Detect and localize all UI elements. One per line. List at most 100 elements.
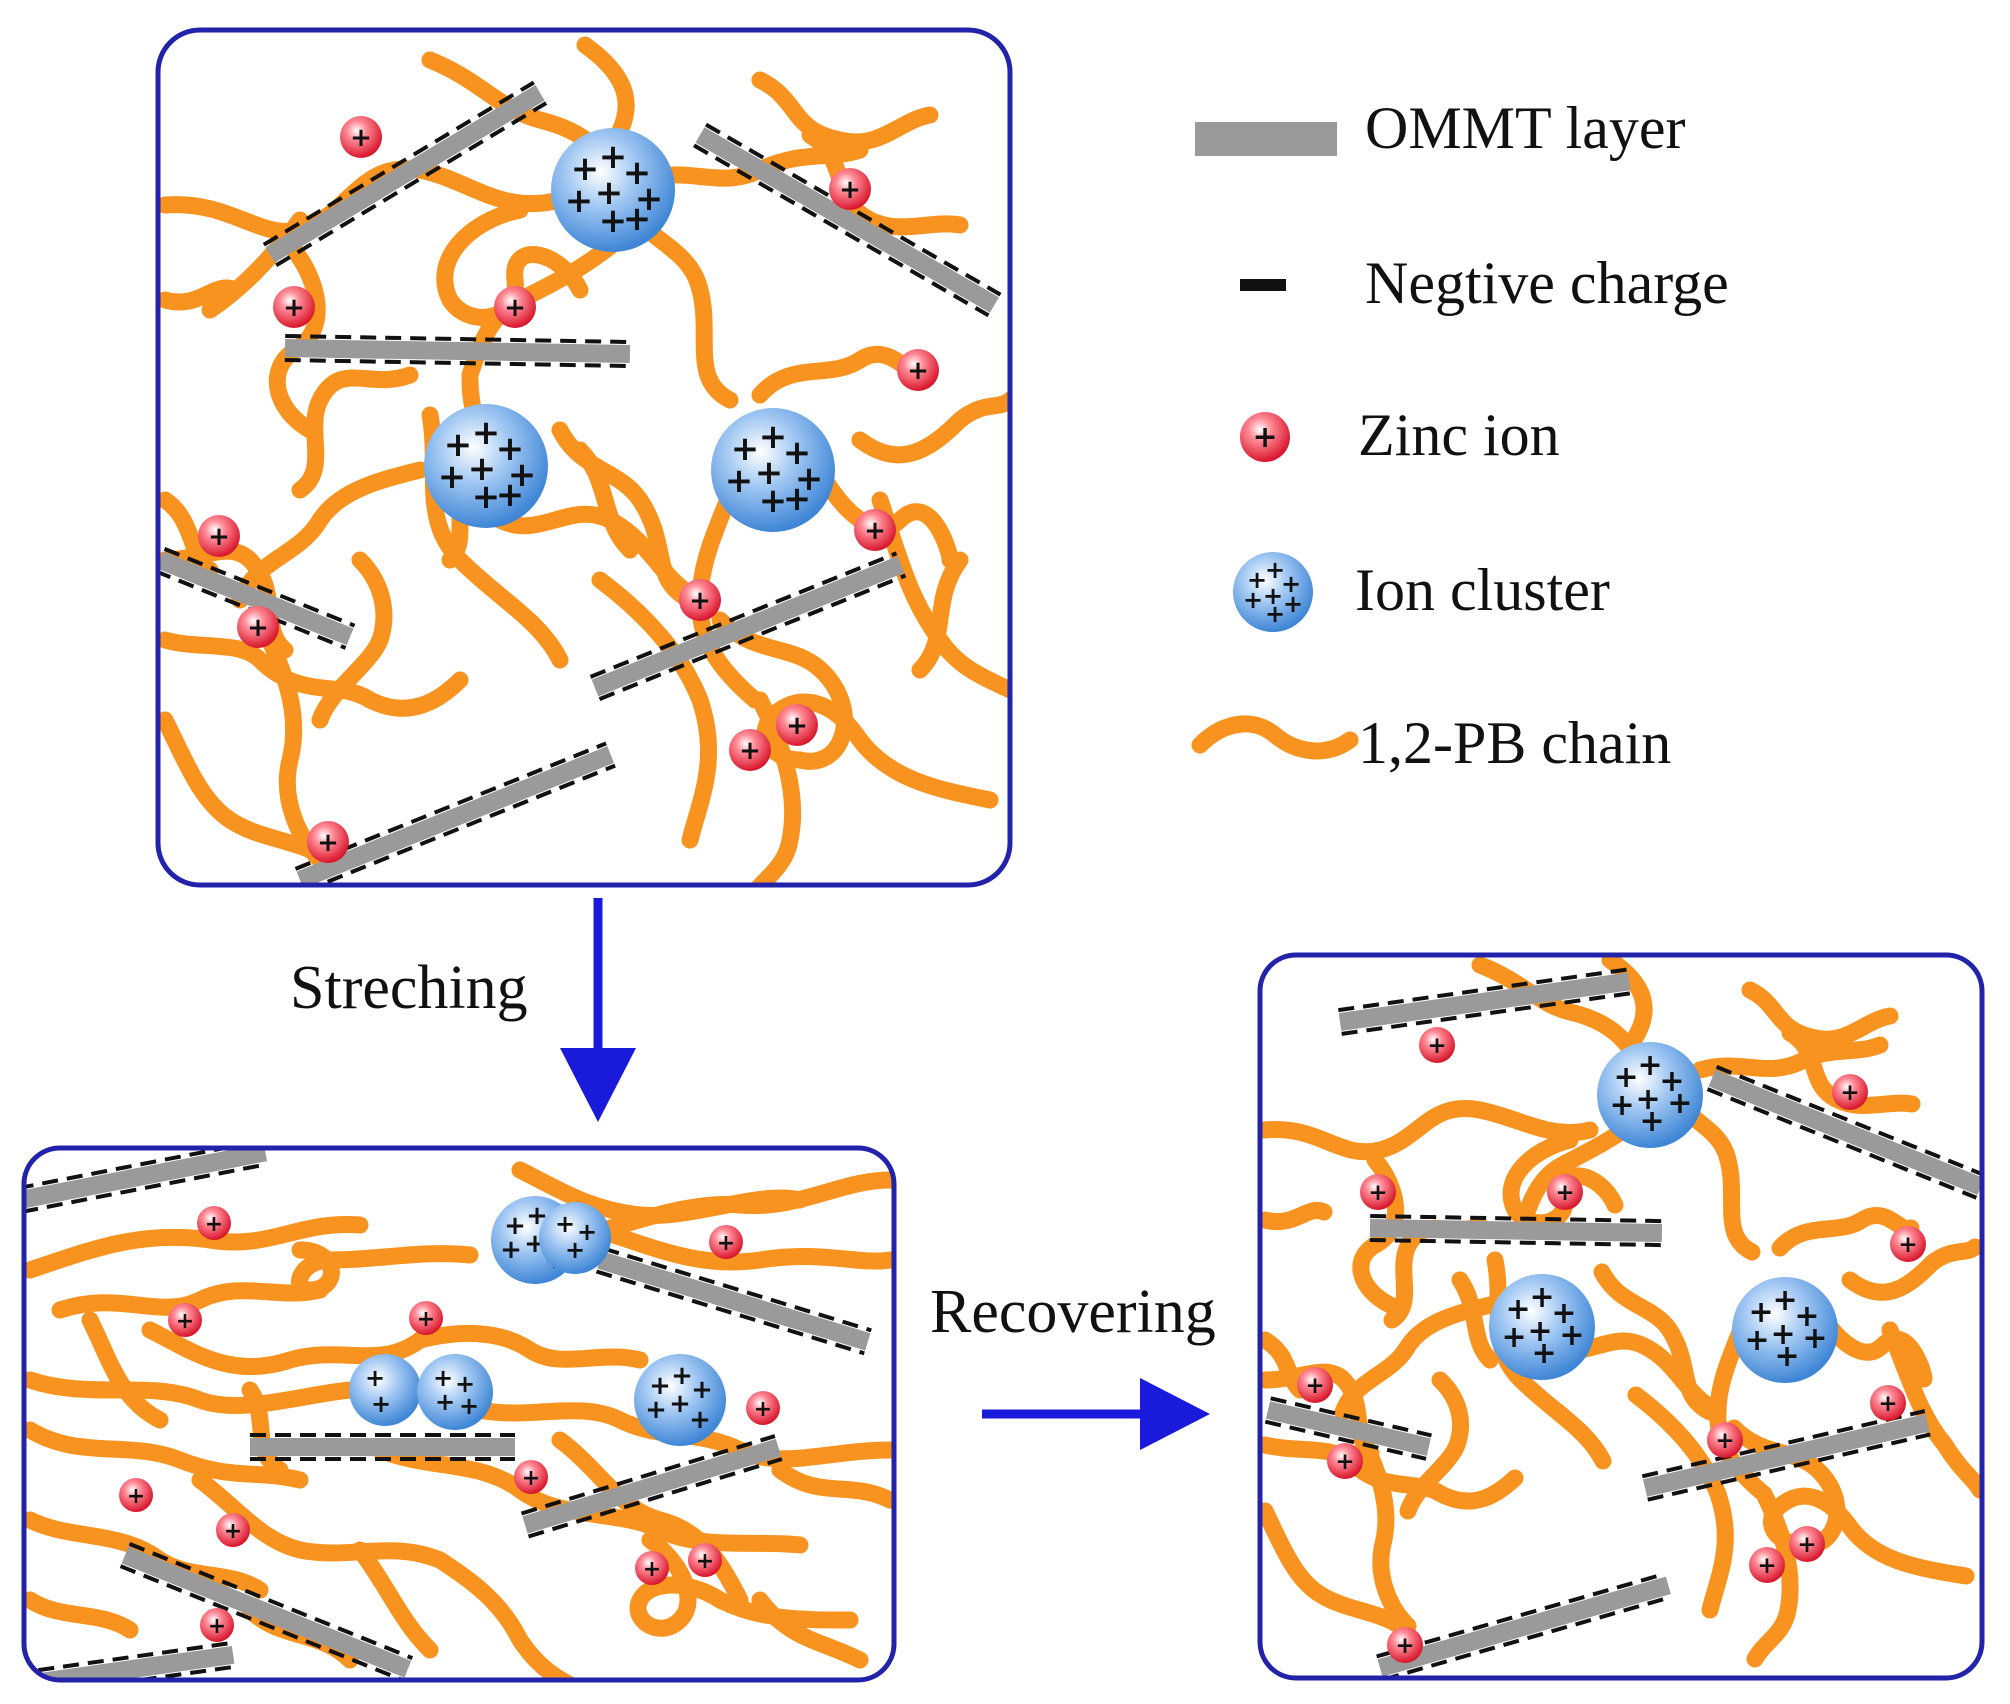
svg-text:+: +	[599, 201, 628, 241]
recovering-arrow-head-icon	[1140, 1378, 1210, 1450]
panel-stretched-content: + + + + + + + + + + + ++++++ +++ ++	[24, 1148, 894, 1680]
recovering-step: Recovering	[930, 1278, 1216, 1450]
svg-text:+: +	[754, 1397, 772, 1422]
svg-text:+: +	[731, 429, 760, 469]
ion-clusters-original: ++++++++ ++++++++ ++++++++	[424, 128, 835, 532]
svg-text:+: +	[1794, 1299, 1819, 1334]
ion-clusters-recovered: +++++++ +++++++ +++++++	[1489, 1042, 1838, 1383]
svg-text:+: +	[1247, 566, 1267, 594]
panel-recovered-content: + + + + + + + + + + + + +++++++ +++++++ …	[1260, 955, 1982, 1678]
svg-text:+: +	[208, 1614, 226, 1639]
svg-text:+: +	[472, 413, 501, 453]
svg-text:+: +	[1265, 556, 1285, 584]
svg-text:+: +	[565, 181, 594, 221]
panel-stretched-frame	[21, 1145, 897, 1683]
svg-text:+: +	[176, 1309, 194, 1334]
svg-text:+: +	[1265, 600, 1285, 628]
svg-text:+: +	[468, 449, 497, 489]
svg-text:+: +	[496, 475, 525, 515]
ommt-layers-original	[158, 80, 1002, 885]
svg-text:+: +	[1659, 1064, 1684, 1099]
svg-text:+: +	[1757, 1553, 1776, 1579]
svg-text:+: +	[1283, 590, 1303, 618]
legend-label-negative-charge: Negtive charge	[1365, 250, 1729, 316]
svg-text:+: +	[759, 417, 788, 457]
panel-original-frame	[155, 27, 1013, 888]
svg-text:+: +	[1639, 1104, 1664, 1139]
svg-text:+: +	[645, 1395, 667, 1425]
svg-text:+: +	[350, 123, 372, 153]
svg-text:+: +	[691, 1375, 713, 1405]
svg-text:+: +	[365, 1364, 385, 1392]
pb-chain-icon	[1191, 715, 1359, 760]
panel-original-state: + + + + + + + + + + + + ++++++++ +++++++…	[155, 27, 1013, 888]
pb-chains-stretched	[24, 1161, 894, 1680]
legend-label-ommt-layer: OMMT layer	[1365, 95, 1686, 161]
svg-text:+: +	[283, 293, 305, 323]
svg-text:+: +	[1395, 1633, 1414, 1659]
svg-text:+: +	[1715, 1428, 1734, 1454]
svg-text:+: +	[1427, 1033, 1446, 1059]
svg-text:+: +	[433, 1364, 453, 1392]
legend-item-negative-charge: Negtive charge	[1240, 250, 1729, 316]
legend-item-pb-chain: 1,2-PB chain	[1191, 710, 1671, 776]
svg-text:+: +	[623, 153, 652, 193]
svg-text:+: +	[1744, 1323, 1769, 1358]
svg-text:+: +	[1335, 1449, 1354, 1475]
svg-text:+: +	[1559, 1318, 1584, 1353]
legend-label-ion-cluster: Ion cluster	[1355, 557, 1610, 623]
svg-text:+: +	[208, 522, 230, 552]
ion-cluster-icon: + + + + + + +	[1233, 552, 1313, 632]
panel-stretched-state: + + + + + + + + + + + ++++++ +++ ++	[21, 1145, 897, 1683]
svg-text:+: +	[1770, 1317, 1795, 1352]
svg-text:+: +	[555, 1210, 575, 1238]
svg-text:+: +	[1802, 1321, 1827, 1356]
svg-text:+: +	[508, 455, 537, 495]
svg-text:+: +	[696, 1549, 714, 1574]
svg-text:+: +	[472, 477, 501, 517]
svg-text:+: +	[635, 179, 664, 219]
svg-text:+: +	[1635, 1082, 1660, 1117]
svg-text:+: +	[1501, 1320, 1526, 1355]
svg-text:+: +	[1263, 582, 1283, 610]
svg-text:+: +	[864, 516, 886, 546]
svg-text:+: +	[417, 1307, 435, 1332]
svg-text:+: +	[205, 1212, 223, 1237]
svg-text:+: +	[1305, 1373, 1324, 1399]
svg-text:+: +	[1281, 570, 1301, 598]
svg-text:+: +	[1797, 1532, 1816, 1558]
svg-text:+: +	[1551, 1296, 1576, 1331]
svg-text:+: +	[504, 293, 526, 323]
svg-text:+: +	[725, 461, 754, 501]
svg-text:+: +	[595, 173, 624, 213]
svg-text:+: +	[1613, 1060, 1638, 1095]
svg-text:+: +	[795, 459, 824, 499]
svg-text:+: +	[1252, 420, 1277, 455]
svg-text:+: +	[717, 1231, 735, 1256]
svg-text:+: +	[1609, 1088, 1634, 1123]
stretching-arrow-head-icon	[560, 1048, 636, 1122]
panel-original-content: + + + + + + + + + + + + ++++++++ +++++++…	[158, 36, 1010, 885]
svg-text:+: +	[247, 613, 269, 643]
svg-text:+: +	[455, 1370, 475, 1398]
svg-text:+: +	[759, 481, 788, 521]
svg-text:+: +	[599, 137, 628, 177]
panel-recovered-state: + + + + + + + + + + + + +++++++ +++++++ …	[1257, 952, 1985, 1681]
svg-text:+: +	[1555, 1180, 1574, 1206]
svg-text:+: +	[1840, 1080, 1859, 1106]
svg-text:+: +	[371, 1390, 391, 1418]
svg-text:+: +	[1898, 1232, 1917, 1258]
legend-label-zinc-ion: Zinc ion	[1358, 402, 1560, 468]
svg-text:+: +	[127, 1484, 145, 1509]
ommt-layer-icon	[1195, 122, 1337, 156]
zinc-ions-recovered: + + + + + + + + + + + +	[1297, 1027, 1926, 1663]
stretching-label: Streching	[290, 954, 528, 1022]
ommt-layers-recovered	[1264, 967, 1982, 1678]
svg-text:+: +	[643, 1557, 661, 1582]
svg-text:+: +	[1774, 1339, 1799, 1374]
svg-text:+: +	[522, 1466, 540, 1491]
svg-text:+: +	[649, 1371, 671, 1401]
svg-text:+: +	[577, 1218, 597, 1246]
svg-text:+: +	[1368, 1180, 1387, 1206]
